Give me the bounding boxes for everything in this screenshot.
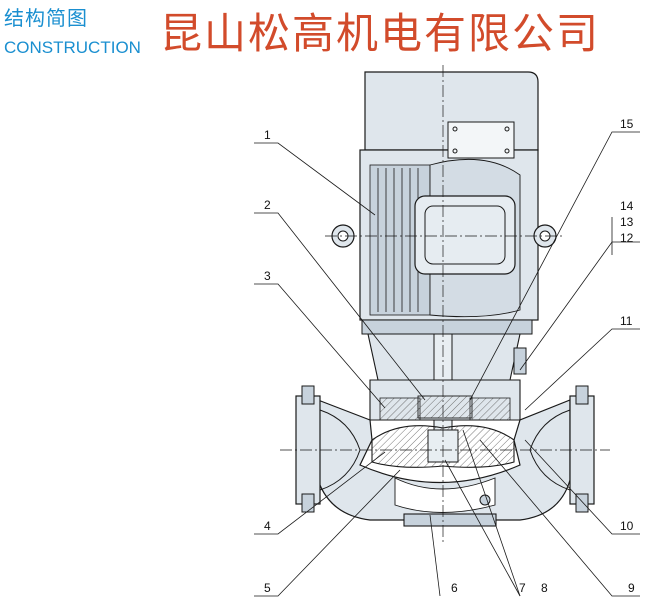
callout-7: 7 [519, 581, 526, 595]
pump-base [403, 513, 497, 527]
callout-9: 9 [628, 581, 635, 595]
mechanical-seal [417, 395, 473, 419]
callout-10: 10 [620, 519, 634, 533]
callout-5: 5 [264, 581, 271, 595]
motor-body [359, 149, 539, 321]
callout-15: 15 [620, 117, 634, 131]
callout-12: 12 [620, 231, 634, 245]
diagram-title-en: CONSTRUCTION [4, 38, 141, 57]
center-lines [280, 65, 610, 545]
motor-nameplate [447, 121, 515, 159]
leader-lines [254, 131, 640, 597]
company-name: 昆山松高机电有限公司 [160, 9, 601, 58]
callout-2: 2 [264, 198, 271, 212]
callout-13: 13 [620, 215, 634, 229]
callout-4: 4 [264, 519, 271, 533]
diagram-title-cn: 结构简图 [4, 6, 88, 30]
callout-14: 14 [620, 199, 634, 213]
callout-8: 8 [541, 581, 548, 595]
callout-3: 3 [264, 269, 271, 283]
callout-1: 1 [264, 128, 271, 142]
callout-6: 6 [451, 581, 458, 595]
callout-11: 11 [620, 314, 633, 328]
